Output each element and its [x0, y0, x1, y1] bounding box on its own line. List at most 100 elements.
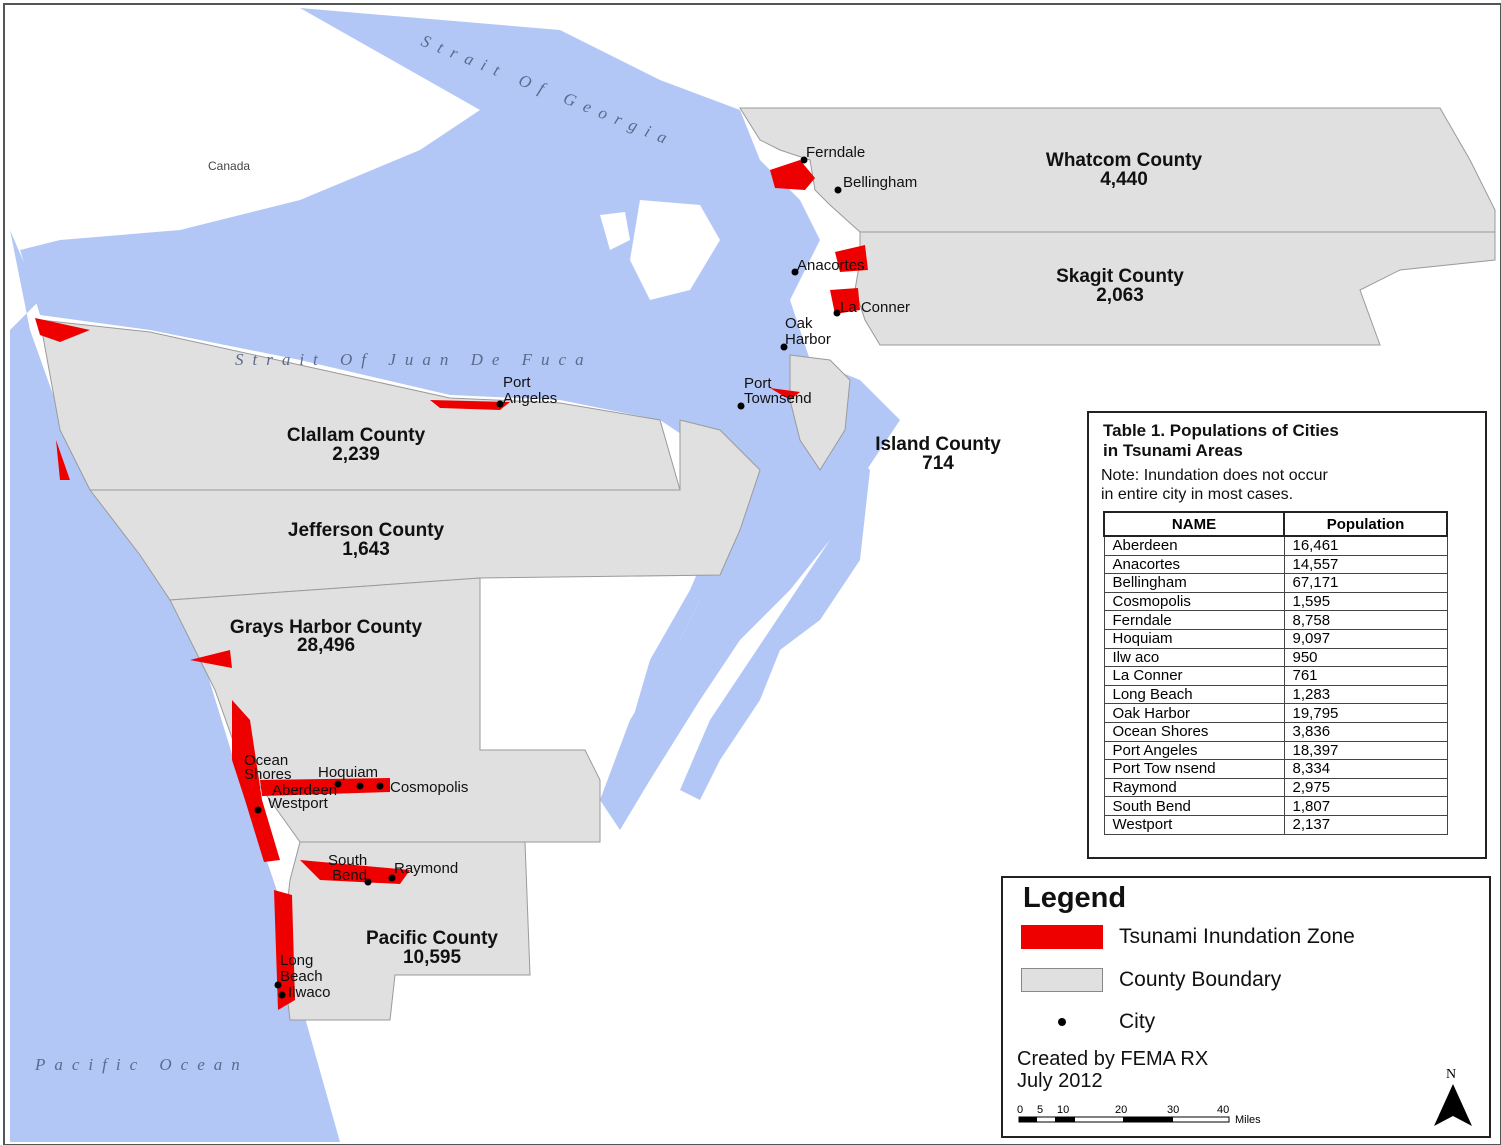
- scale-tick-40: 40: [1217, 1104, 1229, 1116]
- dot-port-angeles: [496, 400, 504, 408]
- city-label-raymond: Raymond: [394, 860, 458, 877]
- city-name-cell: La Conner: [1103, 666, 1285, 686]
- north-arrow-shape: [1434, 1084, 1472, 1126]
- island-county: [789, 354, 851, 471]
- population-cell: 2,137: [1283, 814, 1448, 835]
- city-name-cell: Anacortes: [1103, 554, 1285, 575]
- scale-seg-2: [1055, 1117, 1075, 1122]
- scale-tick-30: 30: [1167, 1104, 1179, 1116]
- county-name-jefferson: Jefferson County: [288, 520, 445, 541]
- table-note-line2: in entire city in most cases.: [1101, 486, 1294, 503]
- column-header-population: Population: [1283, 511, 1448, 537]
- table-title-line2: in Tsunami Areas: [1103, 441, 1243, 460]
- label-strait-of-juan-de-fuca: Strait Of Juan De Fuca: [235, 350, 593, 369]
- city-name-cell: Long Beach: [1103, 684, 1285, 705]
- zone-ferndale: [770, 160, 815, 190]
- city-name-cell: Ocean Shores: [1103, 721, 1285, 742]
- city-name-cell: Oak Harbor: [1103, 703, 1285, 723]
- dot-ferndale: [800, 156, 808, 164]
- scale-tick-5: 5: [1037, 1104, 1043, 1116]
- zone-willapa: [300, 860, 410, 884]
- legend-item-county: County Boundary: [1021, 967, 1281, 993]
- dot-westport: [254, 806, 262, 814]
- legend-label-city: City: [1119, 1010, 1156, 1033]
- city-label-ocean: Ocean: [244, 752, 288, 769]
- population-cell: 3,836: [1283, 721, 1448, 742]
- inundation-swatch: [1021, 925, 1103, 949]
- city-label-south: South: [328, 852, 367, 869]
- city-label-anacortes: Anacortes: [797, 257, 865, 274]
- population-cell: 18,397: [1283, 740, 1448, 761]
- clallam-county: [39, 319, 681, 491]
- city-swatch: [1021, 1010, 1103, 1034]
- zone-lapush: [56, 440, 70, 480]
- zone-ocean-shores: [232, 700, 280, 862]
- county-labels: Whatcom County 4,440 Skagit County 2,063…: [230, 150, 1203, 968]
- dot-bellingham: [834, 186, 842, 194]
- county-name-grays-harbor: Grays Harbor County: [230, 617, 423, 638]
- city-name-cell: Bellingham: [1103, 573, 1285, 593]
- city-name-cell: Cosmopolis: [1103, 591, 1285, 612]
- zone-la-conner: [830, 288, 860, 314]
- population-cell: 8,758: [1283, 610, 1448, 630]
- city-label-port-t: Port: [744, 375, 772, 392]
- dot-la-conner: [833, 309, 841, 317]
- zone-port-angeles: [430, 400, 510, 410]
- legend-item-inundation: Tsunami Inundation Zone: [1021, 924, 1355, 950]
- city-name-cell: Hoquiam: [1103, 628, 1285, 649]
- city-name-cell: Port Tow nsend: [1103, 759, 1285, 779]
- legend-panel: Legend Tsunami Inundation Zone County Bo…: [1001, 876, 1491, 1138]
- city-label-hoquiam: Hoquiam: [318, 764, 378, 781]
- county-value-island: 714: [922, 453, 954, 474]
- city-label-port-a: Port: [503, 374, 531, 391]
- zone-copalis: [190, 650, 232, 668]
- city-label-long: Long: [280, 952, 313, 969]
- legend-item-city: City: [1021, 1009, 1155, 1035]
- population-cell: 8,334: [1283, 759, 1448, 779]
- city-label-bend: Bend: [332, 867, 367, 884]
- grays-harbor-county: [169, 577, 601, 843]
- population-cell: 1,595: [1283, 591, 1448, 612]
- city-dot-icon: [1058, 1018, 1066, 1026]
- zone-neah-bay: [35, 318, 90, 342]
- city-name-cell: Port Angeles: [1103, 740, 1285, 761]
- population-table-panel: Table 1. Populations of Cities in Tsunam…: [1087, 411, 1487, 859]
- dot-hoquiam: [356, 782, 364, 790]
- city-label-ferndale: Ferndale: [806, 144, 865, 161]
- scale-tick-20: 20: [1115, 1104, 1127, 1116]
- dot-raymond: [388, 874, 396, 882]
- column-header-name: NAME: [1103, 511, 1285, 537]
- dot-aberdeen: [334, 780, 342, 788]
- label-canada: Canada: [208, 159, 250, 173]
- population-cell: 1,807: [1283, 796, 1448, 816]
- credit-line2: July 2012: [1017, 1070, 1103, 1092]
- city-label-beach: Beach: [280, 968, 323, 985]
- population-cell: 14,557: [1283, 554, 1448, 575]
- city-label-aberdeen: Aberdeen: [272, 782, 337, 799]
- table-title-line1: Table 1. Populations of Cities: [1103, 421, 1339, 440]
- county-name-skagit: Skagit County: [1056, 266, 1184, 287]
- city-label-harbor: Harbor: [785, 331, 831, 348]
- city-label-westport: Westport: [268, 795, 329, 812]
- city-labels: Ferndale Bellingham Anacortes La Conner …: [244, 144, 917, 1001]
- label-pacific-ocean: Pacific Ocean: [34, 1055, 249, 1074]
- city-name-cell: South Bend: [1103, 796, 1285, 816]
- population-cell: 761: [1283, 666, 1448, 686]
- scale-unit: Miles: [1235, 1114, 1261, 1126]
- county-value-jefferson: 1,643: [342, 539, 390, 560]
- city-dots: [254, 156, 842, 999]
- city-name-cell: Ferndale: [1103, 610, 1285, 630]
- zone-long-beach: [274, 890, 295, 1010]
